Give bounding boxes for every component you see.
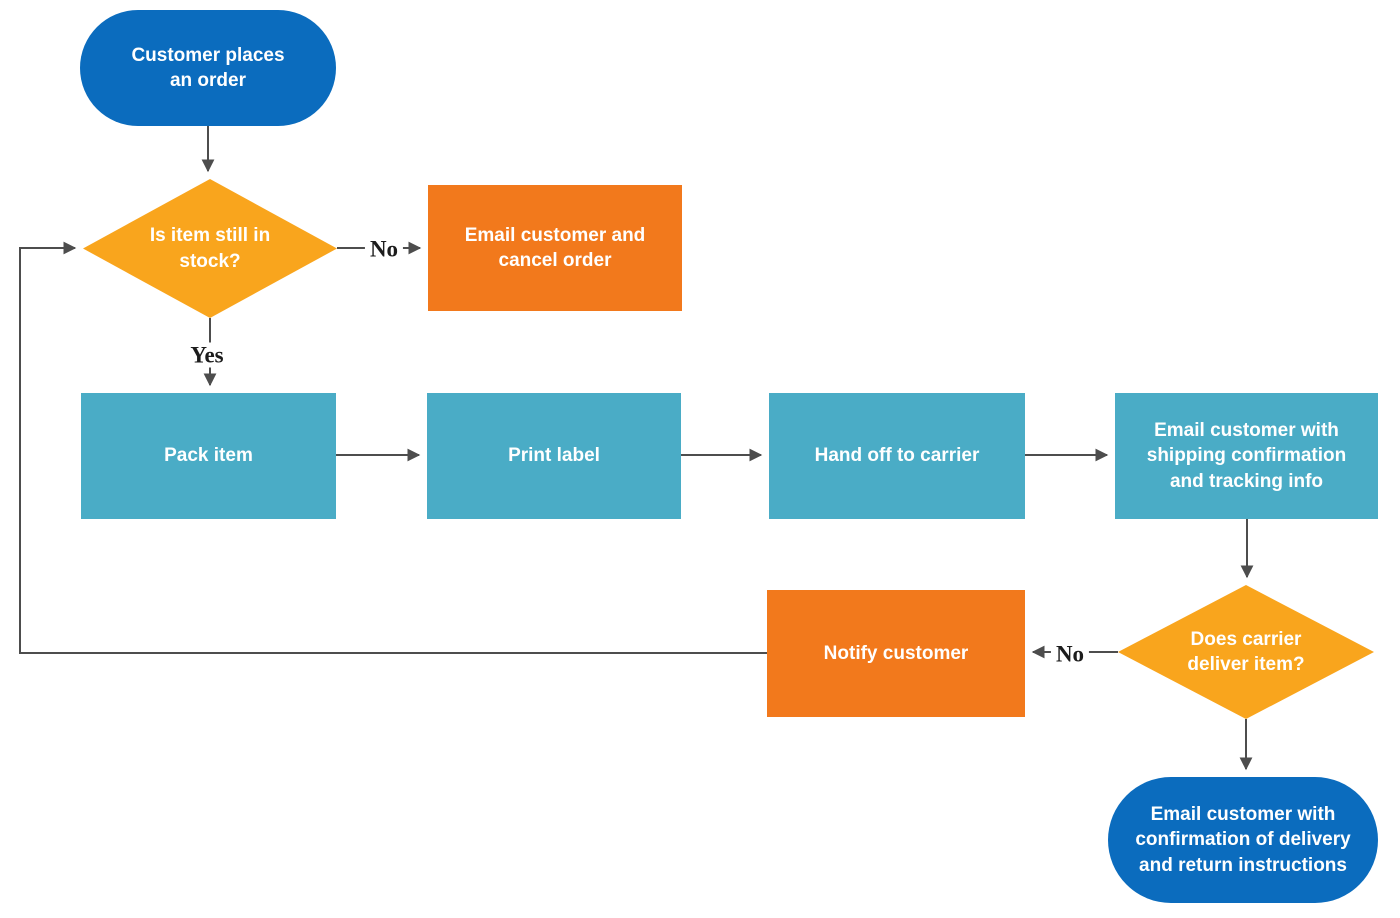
node-label-line: Email customer with (1150, 804, 1336, 826)
node-label-line: deliver item? (1187, 654, 1305, 675)
node-label-line: and tracking info (1169, 470, 1324, 492)
node-label-line: Notify customer (823, 642, 969, 664)
node-hand-off-carrier: Hand off to carrier (769, 393, 1025, 519)
node-pack-item: Pack item (81, 393, 336, 519)
decision-carrier-deliver: Does carrier deliver item? (1118, 585, 1374, 719)
node-label-line: Email customer with (1154, 420, 1339, 442)
node-label-line: confirmation of delivery (1135, 829, 1351, 851)
node-label-line: and return instructions (1139, 854, 1347, 876)
node-label-line: Customer places (131, 44, 285, 66)
edge-label-no-deliver: No (1050, 641, 1090, 667)
node-label-line: Pack item (164, 445, 253, 467)
node-label-line: Does carrier (1190, 628, 1302, 650)
edge-label-no-stock: No (364, 236, 404, 262)
node-customer-places-order: Customer places an order (80, 10, 336, 126)
node-email-delivery-confirmation: Email customer with confirmation of deli… (1108, 777, 1378, 903)
node-label-line: Print label (508, 445, 600, 467)
node-label-line: stock? (179, 250, 241, 272)
node-notify-customer: Notify customer (767, 590, 1025, 717)
node-email-shipping-confirmation: Email customer with shipping confirmatio… (1115, 393, 1378, 519)
node-label-line: Hand off to carrier (814, 445, 980, 467)
decision-item-in-stock: Is item still in stock? (83, 179, 337, 318)
node-label-line: Email customer and (464, 224, 646, 246)
node-label-line: shipping confirmation (1146, 445, 1347, 467)
node-label-line: cancel order (498, 250, 612, 271)
node-label-line: an order (169, 70, 247, 91)
node-email-cancel-order: Email customer and cancel order (428, 185, 682, 311)
node-print-label: Print label (427, 393, 681, 519)
node-label-line: Is item still in (149, 225, 271, 247)
edge-label-yes-stock: Yes (185, 342, 229, 368)
